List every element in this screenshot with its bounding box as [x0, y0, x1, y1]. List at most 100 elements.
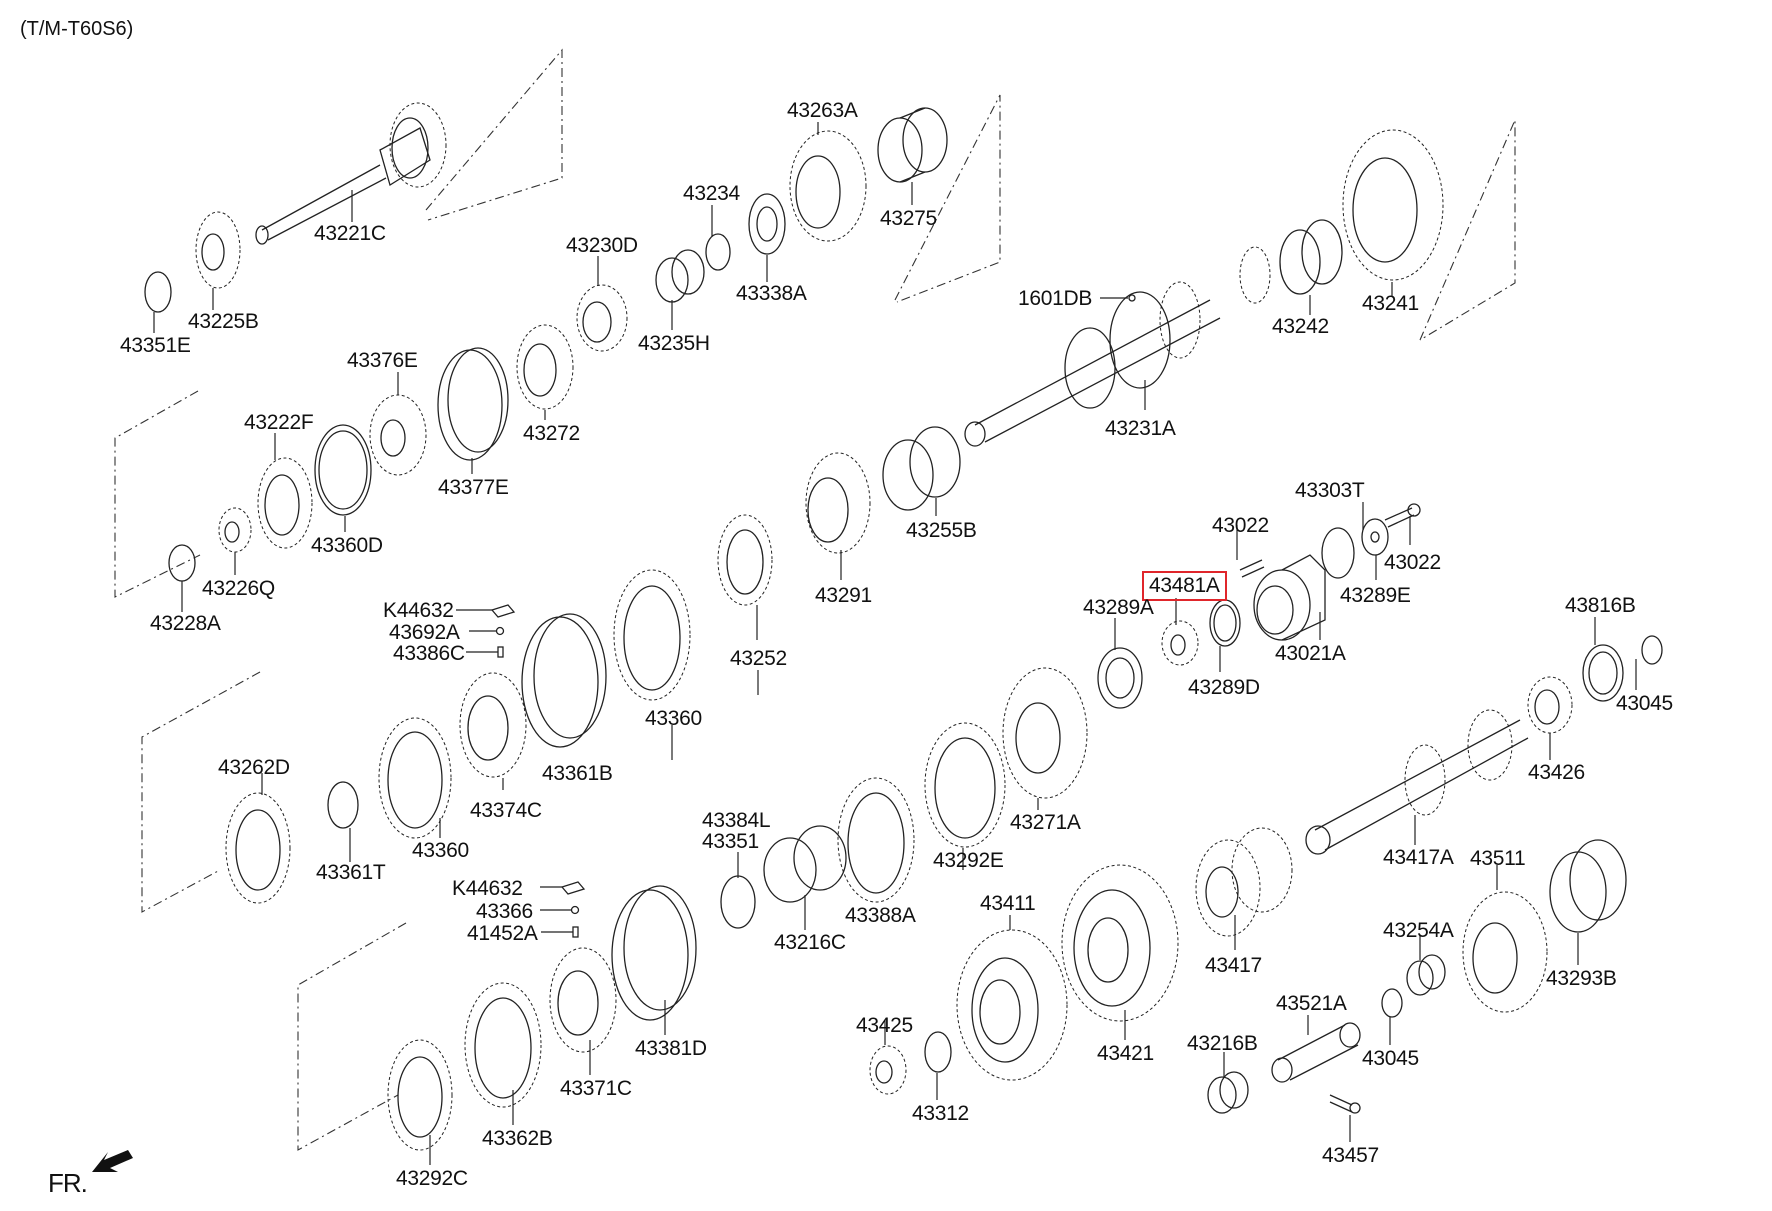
- part-label-43511[interactable]: 43511: [1470, 847, 1526, 870]
- part-label-43377E[interactable]: 43377E: [438, 476, 509, 499]
- part-label-43521A[interactable]: 43521A: [1276, 992, 1347, 1015]
- part-label-43045[interactable]: 43045: [1362, 1047, 1419, 1070]
- sleeve-43361B[interactable]: [521, 613, 607, 748]
- bolt-43022[interactable]: [1384, 503, 1421, 528]
- part-label-43381D[interactable]: 43381D: [635, 1037, 707, 1060]
- part-label-43384L[interactable]: 43384L: [702, 809, 771, 832]
- part-label-43417A[interactable]: 43417A: [1383, 846, 1454, 869]
- part-label-43411[interactable]: 43411: [980, 892, 1036, 915]
- gear-43291[interactable]: [805, 452, 871, 554]
- part-label-43426[interactable]: 43426: [1528, 761, 1585, 784]
- synchro-hub-43376E[interactable]: [369, 394, 427, 476]
- part-label-43231A[interactable]: 43231A: [1105, 417, 1176, 440]
- part-label-43262D[interactable]: 43262D: [218, 756, 290, 779]
- snap-ring-43351[interactable]: [720, 875, 756, 929]
- part-label-43293B[interactable]: 43293B: [1546, 967, 1617, 990]
- part-label-43263A[interactable]: 43263A: [787, 99, 858, 122]
- part-label-43222F[interactable]: 43222F: [244, 411, 314, 434]
- part-label-43272[interactable]: 43272: [523, 422, 580, 445]
- bolt-43457[interactable]: [1329, 1094, 1361, 1114]
- gear-43230D[interactable]: [576, 284, 628, 352]
- synchro-ring-43360[interactable]: [378, 717, 452, 839]
- seal-43816B[interactable]: [1582, 644, 1624, 702]
- bolt-43022[interactable]: [1239, 559, 1265, 578]
- gear-43271A[interactable]: [1002, 667, 1088, 799]
- part-label-43386C[interactable]: 43386C: [393, 642, 465, 665]
- shaft-43417A[interactable]: [1305, 709, 1529, 855]
- part-label-43022[interactable]: 43022: [1212, 514, 1269, 537]
- housing-43021A[interactable]: [1253, 554, 1326, 641]
- plug-43045[interactable]: [1641, 635, 1663, 665]
- sleeve-43381D[interactable]: [611, 885, 697, 1021]
- part-label-43421[interactable]: 43421: [1097, 1042, 1154, 1065]
- part-label-43221C[interactable]: 43221C: [314, 222, 386, 245]
- synchro-ring-43222F[interactable]: [257, 457, 313, 549]
- part-label-43234[interactable]: 43234: [683, 182, 740, 205]
- part-label-43481A-highlighted[interactable]: 43481A: [1142, 571, 1227, 601]
- shaft-43231A[interactable]: [964, 246, 1271, 447]
- part-label-43225B[interactable]: 43225B: [188, 310, 259, 333]
- part-label-K44632[interactable]: K44632: [383, 599, 454, 622]
- part-label-43289E[interactable]: 43289E: [1340, 584, 1411, 607]
- washer-43338A[interactable]: [748, 193, 786, 255]
- washer-43289A[interactable]: [1097, 647, 1143, 709]
- synchro-ring-43360D[interactable]: [314, 424, 372, 516]
- key-K44632[interactable]: [560, 881, 586, 895]
- part-label-43376E[interactable]: 43376E: [347, 349, 418, 372]
- ball-43692A[interactable]: [495, 626, 505, 636]
- spring-41452A[interactable]: [572, 926, 579, 938]
- synchro-ring-43362B[interactable]: [464, 982, 542, 1108]
- snap-ring-43234[interactable]: [705, 233, 731, 271]
- part-label-43230D[interactable]: 43230D: [566, 234, 638, 257]
- part-label-43241[interactable]: 43241: [1362, 292, 1419, 315]
- bearing-43242[interactable]: [1279, 219, 1343, 295]
- part-label-43289D[interactable]: 43289D: [1188, 676, 1260, 699]
- part-label-43255B[interactable]: 43255B: [906, 519, 977, 542]
- synchro-ring-43262D[interactable]: [225, 792, 291, 904]
- gear-43241[interactable]: [1342, 129, 1444, 281]
- part-label-43292E[interactable]: 43292E: [933, 849, 1004, 872]
- shaft-43221C[interactable]: [255, 102, 447, 245]
- gasket-43303T[interactable]: [1321, 527, 1355, 579]
- gear-43421[interactable]: [1061, 864, 1179, 1022]
- gear-43426[interactable]: [1527, 676, 1573, 734]
- part-label-43360[interactable]: 43360: [412, 839, 469, 862]
- part-label-43045[interactable]: 43045: [1616, 692, 1673, 715]
- part-label-43351E[interactable]: 43351E: [120, 334, 191, 357]
- ball-43366[interactable]: [570, 905, 580, 915]
- plug-43045[interactable]: [1381, 988, 1403, 1018]
- gear-43263A[interactable]: [789, 130, 867, 242]
- snap-ring-43361T[interactable]: [327, 781, 359, 829]
- part-label-43275[interactable]: 43275: [880, 207, 937, 230]
- seal-43289D[interactable]: [1209, 599, 1241, 647]
- gear-43417[interactable]: [1195, 827, 1293, 937]
- snap-ring-43228A[interactable]: [168, 544, 196, 582]
- part-label-43022[interactable]: 43022: [1384, 551, 1441, 574]
- part-label-43021A[interactable]: 43021A: [1275, 642, 1346, 665]
- part-label-43216B[interactable]: 43216B: [1187, 1032, 1258, 1055]
- part-label-43425[interactable]: 43425: [856, 1014, 913, 1037]
- part-label-43816B[interactable]: 43816B: [1565, 594, 1636, 617]
- part-label-43417[interactable]: 43417: [1205, 954, 1262, 977]
- synchro-ring-43252[interactable]: [717, 514, 773, 606]
- snap-ring-43351E[interactable]: [144, 271, 172, 313]
- gear-43411[interactable]: [956, 929, 1068, 1081]
- part-label-43226Q[interactable]: 43226Q: [202, 577, 275, 600]
- part-label-43361T[interactable]: 43361T: [316, 861, 386, 884]
- gear-43511[interactable]: [1462, 891, 1548, 1013]
- part-label-43254A[interactable]: 43254A: [1383, 919, 1454, 942]
- part-label-43361B[interactable]: 43361B: [542, 762, 613, 785]
- part-label-43388A[interactable]: 43388A: [845, 904, 916, 927]
- spring-43386C[interactable]: [497, 646, 504, 658]
- part-label-43374C[interactable]: 43374C: [470, 799, 542, 822]
- bevel-gear-43226Q[interactable]: [218, 507, 252, 553]
- part-label-43371C[interactable]: 43371C: [560, 1077, 632, 1100]
- part-label-43338A[interactable]: 43338A: [736, 282, 807, 305]
- part-label-43289A[interactable]: 43289A: [1083, 596, 1154, 619]
- part-label-43216C[interactable]: 43216C: [774, 931, 846, 954]
- bearing-43254A[interactable]: [1406, 954, 1446, 996]
- part-label-43252[interactable]: 43252: [730, 647, 787, 670]
- part-label-43692A[interactable]: 43692A: [389, 621, 460, 644]
- bevel-gear-43225B[interactable]: [195, 211, 241, 289]
- sleeve-43377E[interactable]: [437, 347, 509, 461]
